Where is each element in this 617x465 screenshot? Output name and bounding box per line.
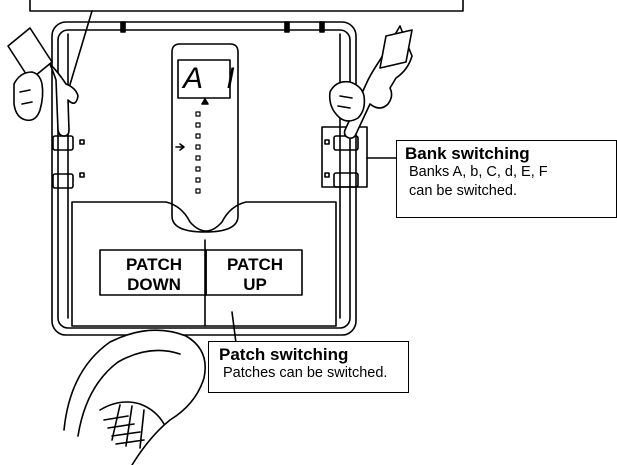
- led-pointer-icon: [175, 143, 185, 151]
- left-bank-button-lower: [52, 173, 74, 189]
- unit-housing-inner: [57, 29, 351, 329]
- left-bank-button-upper: [52, 135, 74, 151]
- patch-up-label[interactable]: PATCH UP: [210, 255, 300, 295]
- patch-up-line-2: UP: [243, 275, 267, 294]
- top-callout-box-edge: [29, 0, 464, 12]
- housing-tab: [120, 21, 126, 33]
- bank-switching-desc-line-1: Banks A, b, C, d, E, F: [409, 164, 548, 180]
- bank-switching-title: Bank switching: [405, 144, 530, 163]
- patch-down-label[interactable]: PATCH DOWN: [104, 255, 204, 295]
- patch-switching-callout: Patch switching Patches can be switched.: [208, 341, 409, 393]
- display-window: [177, 59, 231, 99]
- right-bank-button-lower: [333, 172, 359, 188]
- left-indicator: [79, 139, 85, 145]
- left-indicator: [79, 172, 85, 178]
- shoe-icon: [63, 329, 206, 465]
- patch-up-line-1: PATCH: [226, 255, 284, 274]
- patch-up-box: [205, 249, 303, 296]
- patch-switching-title: Patch switching: [219, 345, 349, 364]
- bank-switching-callout: Bank switching Banks A, b, C, d, E, F ca…: [396, 140, 617, 218]
- patch-down-line-1: PATCH: [125, 255, 183, 274]
- patch-callout-leader: [231, 311, 237, 344]
- bank-switching-desc-line-2: can be switched.: [409, 183, 518, 199]
- display-housing: [171, 43, 239, 233]
- led-column: [195, 111, 201, 194]
- right-indicator: [324, 139, 330, 145]
- unit-housing-outer: [51, 21, 357, 336]
- patch-switching-desc: Patches can be switched.: [223, 365, 388, 381]
- right-hand-icon: [328, 25, 413, 139]
- right-bank-button-upper: [333, 135, 359, 151]
- housing-tab: [319, 21, 325, 33]
- left-hand-icon: [7, 27, 79, 137]
- patch-down-line-2: DOWN: [127, 275, 181, 294]
- bank-highlight-frame: [321, 126, 368, 188]
- pedal-panel: [71, 201, 337, 327]
- right-indicator: [324, 172, 330, 178]
- display-caret-icon: [201, 98, 209, 105]
- display-readout: A I: [183, 62, 243, 95]
- housing-tab: [284, 21, 290, 33]
